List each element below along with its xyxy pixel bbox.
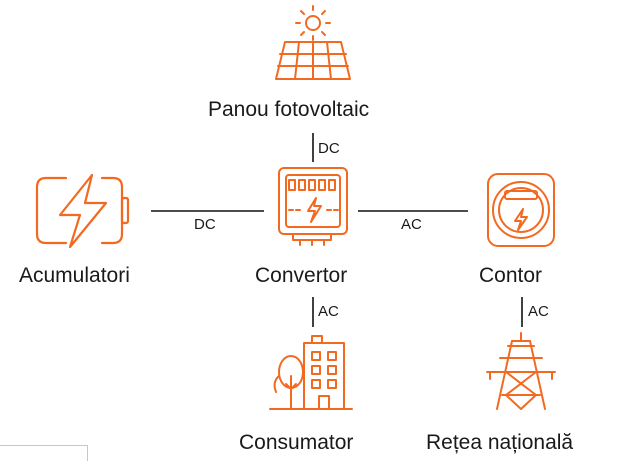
building-icon bbox=[269, 335, 353, 410]
partial-frame-border bbox=[0, 445, 88, 461]
consumer-label: Consumator bbox=[239, 431, 354, 454]
inverter-icon bbox=[278, 167, 348, 246]
converter-meter-current-label: AC bbox=[401, 216, 422, 233]
grid-label: Rețea națională bbox=[426, 431, 574, 454]
meter-label: Contor bbox=[479, 264, 543, 287]
converter-consumer-current-label: AC bbox=[318, 303, 339, 320]
electric-meter-icon bbox=[487, 173, 555, 247]
battery-icon bbox=[35, 173, 130, 249]
connector-lines bbox=[151, 133, 523, 327]
battery-label: Acumulatori bbox=[19, 264, 130, 287]
meter-grid-current-label: AC bbox=[528, 303, 549, 320]
panel-converter-current-label: DC bbox=[318, 140, 340, 157]
power-tower-icon bbox=[486, 332, 556, 410]
battery-converter-current-label: DC bbox=[194, 216, 216, 233]
solar-panel-label: Panou fotovoltaic bbox=[208, 98, 370, 121]
solar-panel-icon bbox=[275, 5, 351, 80]
converter-label: Convertor bbox=[255, 264, 348, 287]
